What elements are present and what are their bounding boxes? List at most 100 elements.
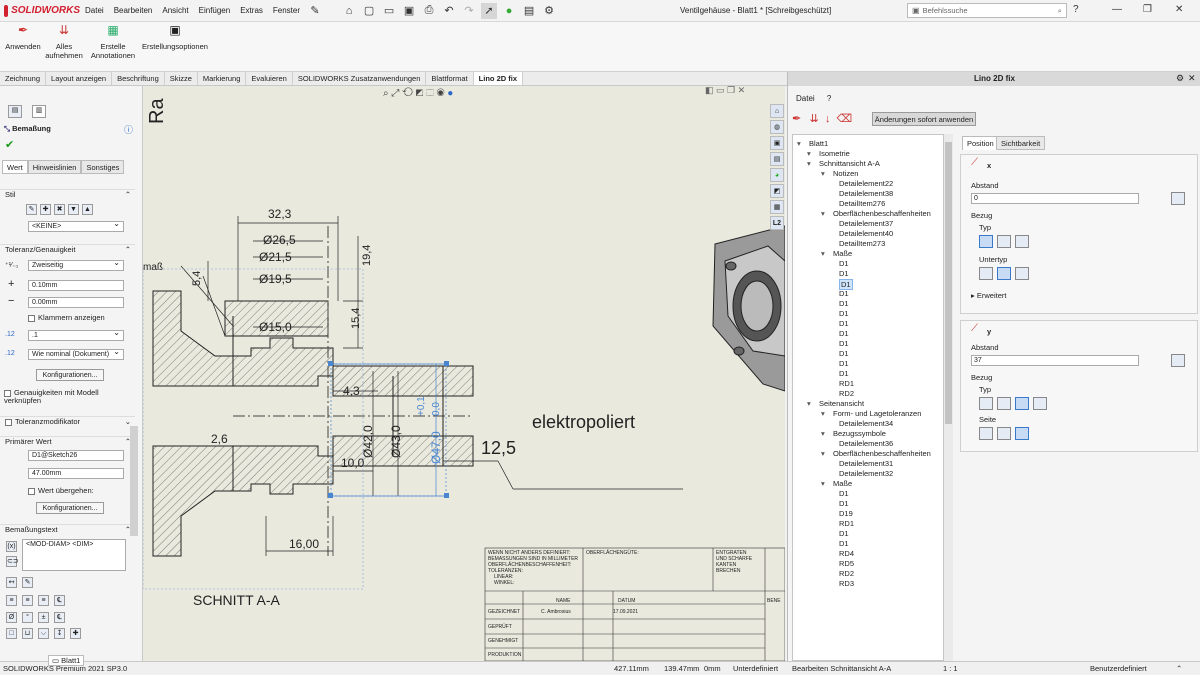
dim-diameter-42-0[interactable]: Ø42,0 [361, 425, 375, 458]
pin-icon[interactable]: ✎ [310, 5, 320, 17]
open-icon[interactable]: ▭ [383, 5, 395, 17]
view-minimize-icon[interactable]: ◧ ▭ ❐ ✕ [705, 86, 746, 95]
square-symbol-icon[interactable]: □ [6, 628, 17, 639]
tree-item[interactable]: RD2 [839, 389, 855, 398]
tree-item[interactable]: D1 [839, 369, 849, 378]
tree-expander-icon[interactable]: ▾ [821, 409, 825, 418]
dimension-value-field[interactable]: 47.00mm [28, 468, 124, 479]
help-icon[interactable]: ? [1073, 4, 1079, 15]
tree-expander-icon[interactable]: ▾ [821, 169, 825, 178]
dimension-text-area[interactable]: <MOD-DIAM> <DIM> [22, 539, 126, 571]
lino-close-icon[interactable]: ✕ [1188, 73, 1196, 83]
degree-symbol-icon[interactable]: ° [22, 612, 33, 623]
tab-sichtbarkeit[interactable]: Sichtbarkeit [996, 136, 1046, 150]
home-icon[interactable]: ⌂ [345, 4, 353, 17]
dim-15-4[interactable]: 15,4 [350, 307, 362, 329]
zoom-fit-icon[interactable]: ⌕ [383, 88, 389, 99]
solidworks-logo[interactable]: SOLIDWORKS [0, 0, 80, 22]
resources-icon[interactable]: ◍ [770, 120, 784, 134]
lino-menu-help[interactable]: ? [826, 94, 832, 103]
tree-item[interactable]: Detailelement38 [839, 189, 894, 198]
file-properties-icon[interactable]: ▤ [523, 5, 535, 17]
tree-item[interactable]: Oberflächenbeschaffenheiten [833, 449, 931, 458]
upper-tolerance-field[interactable]: 0.10mm [28, 280, 124, 291]
tab-lino-2d-fix[interactable]: Lino 2D fix [473, 72, 524, 85]
y-type-rotated-icon[interactable] [1015, 397, 1029, 410]
appearances-icon[interactable]: ◩ [770, 184, 784, 198]
y-side-center-icon[interactable] [997, 427, 1011, 440]
precision-dropdown[interactable]: .1 [28, 328, 124, 341]
tree-expander-icon[interactable]: ▾ [821, 429, 825, 438]
capture-all-button[interactable]: ⇊ Alles aufnehmen [44, 24, 84, 60]
tree-expander-icon[interactable]: ▾ [821, 209, 825, 218]
menu-einfuegen[interactable]: Einfügen [198, 6, 231, 15]
checkbox[interactable] [5, 418, 12, 426]
checkbox[interactable] [28, 487, 35, 495]
style-delete-icon[interactable]: ✖ [54, 204, 65, 215]
tree-item[interactable]: D1 [839, 289, 849, 298]
y-side-left-icon[interactable] [979, 427, 993, 440]
pm-help-icon[interactable]: ⓘ [124, 125, 134, 135]
tree-item[interactable]: Detailelement22 [839, 179, 894, 188]
tree-item[interactable]: Bezugssymbole [833, 429, 886, 438]
tree-item[interactable]: D1 [839, 309, 849, 318]
tree-item[interactable]: Schnittansicht A-A [819, 159, 880, 168]
dim-text-inspection-icon[interactable]: ⊂⊃ [6, 556, 19, 567]
tree-item[interactable]: D1 [839, 259, 849, 268]
y-swap-icon[interactable] [1171, 354, 1185, 367]
dim-diameter-47-0-selected[interactable]: Ø47,0 [429, 431, 443, 464]
section-view-drawing[interactable] [143, 86, 785, 661]
tolerance-precision-dropdown[interactable]: Wie nominal (Dokument) [28, 347, 124, 360]
tree-item[interactable]: Oberflächenbeschaffenheiten [833, 209, 931, 218]
lino-apply-icon[interactable]: ✒ [792, 113, 802, 125]
lino-settings-icon[interactable]: ⚙ [1176, 73, 1185, 83]
scrollbar-thumb[interactable] [945, 142, 952, 424]
drawing-canvas[interactable]: ⌕ ⤢ ⟲ ◩ ⬚ ◉ ● ◧ ▭ ❐ ✕ [143, 86, 785, 661]
justify-edit-icon[interactable]: ✎ [22, 577, 33, 588]
tree-item[interactable]: D1 [839, 349, 849, 358]
dim-diameter-43-0[interactable]: Ø43,0 [389, 425, 403, 458]
tree-scrollbar[interactable] [944, 134, 953, 661]
x-distance-field[interactable]: 0 [971, 193, 1139, 204]
justify-left-icon[interactable]: ↤ [6, 577, 17, 588]
tree-item[interactable]: RD2 [839, 569, 855, 578]
create-annotations-button[interactable]: ▦ Erstelle Annotationen [88, 24, 138, 60]
dim-10-0[interactable]: 10,0 [341, 456, 365, 470]
tab-beschriftung[interactable]: Beschriftung [112, 72, 165, 85]
dim-32-3[interactable]: 32,3 [268, 207, 292, 221]
tree-item[interactable]: D1 [839, 539, 849, 548]
tab-wert[interactable]: Wert [2, 160, 28, 174]
property-manager-tab-icon[interactable]: ▤ [8, 105, 22, 118]
y-side-right-icon[interactable] [1015, 427, 1029, 440]
align-left-icon[interactable]: ≡ [6, 595, 17, 606]
style-apply-icon[interactable]: ✎ [26, 204, 37, 215]
tree-item[interactable]: Detailelement34 [839, 419, 894, 428]
command-search[interactable]: ▣ Befehlssuche ⌕ [907, 3, 1067, 18]
status-options-icon[interactable]: ⌃ [1176, 664, 1183, 673]
lino-2d-icon[interactable]: L2 [770, 216, 784, 230]
tree-item[interactable]: RD3 [839, 579, 855, 588]
dim-16-00[interactable]: 16,00 [289, 537, 320, 551]
tree-item[interactable]: DetailItem276 [839, 199, 886, 208]
tree-item[interactable]: D1 [839, 269, 849, 278]
apply-changes-immediately-button[interactable]: Änderungen sofort anwenden [872, 112, 976, 126]
hide-show-icon[interactable]: ◉ [436, 88, 445, 99]
configurations-button-tolerance[interactable]: Konfigurationen... [36, 369, 104, 381]
menu-bearbeiten[interactable]: Bearbeiten [113, 6, 153, 15]
tab-skizze[interactable]: Skizze [165, 72, 198, 85]
tree-item[interactable]: D1 [839, 339, 849, 348]
depth-symbol-icon[interactable]: ↧ [54, 628, 65, 639]
tab-hinweislinien[interactable]: Hinweislinien [27, 160, 82, 174]
dim-diameter-21-5[interactable]: Ø21,5 [259, 250, 292, 264]
tree-item[interactable]: RD1 [839, 379, 855, 388]
lino-menu-datei[interactable]: Datei [796, 94, 815, 103]
centerline-icon[interactable]: ℄ [54, 595, 65, 606]
counterbore-symbol-icon[interactable]: ⊔ [22, 628, 33, 639]
tab-zeichnung[interactable]: Zeichnung [0, 72, 47, 85]
configurations-button-value[interactable]: Konfigurationen... [36, 502, 104, 514]
style-section-header[interactable]: Stil⌃ [0, 189, 135, 201]
undo-icon[interactable]: ↶ [444, 5, 454, 17]
lino-capture-all-icon[interactable]: ⇊ [809, 113, 819, 125]
tree-expander-icon[interactable]: ▾ [821, 249, 825, 258]
previous-view-icon[interactable]: ⟲ [402, 88, 413, 99]
